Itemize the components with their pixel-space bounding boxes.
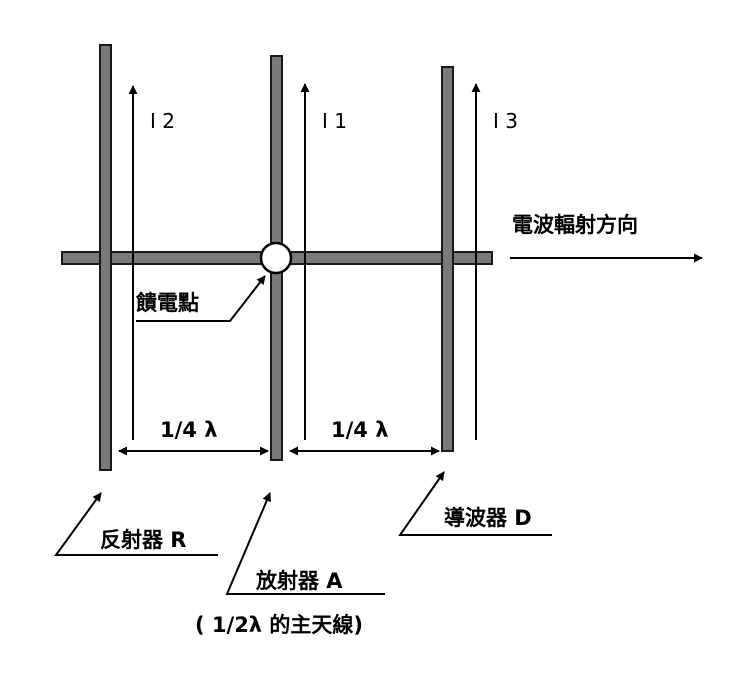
- current-label-i2: I 2: [150, 109, 175, 133]
- feed-point-leader: [136, 275, 266, 322]
- feed-point-circle: [259, 241, 293, 275]
- current-label-i1: I 1: [322, 109, 347, 133]
- driven-element-label: 放射器 A: [255, 569, 343, 593]
- spacing-left-label: 1/4 λ: [160, 418, 218, 442]
- current-label-i3: I 3: [493, 109, 518, 133]
- director-leader: [398, 471, 552, 536]
- driven-element-leader: [225, 492, 385, 595]
- reflector-label: 反射器 R: [100, 528, 186, 552]
- director-label: 導波器 D: [444, 506, 532, 530]
- driven-element-note: ( 1/2λ 的主天線): [195, 613, 363, 637]
- director-element: [441, 66, 454, 452]
- feed-point-label: 饋電點: [136, 291, 199, 315]
- reflector-leader: [54, 492, 218, 556]
- reflector-element: [99, 44, 112, 471]
- spacing-right-label: 1/4 λ: [331, 418, 389, 442]
- radiation-direction-label: 電波輻射方向: [512, 213, 638, 237]
